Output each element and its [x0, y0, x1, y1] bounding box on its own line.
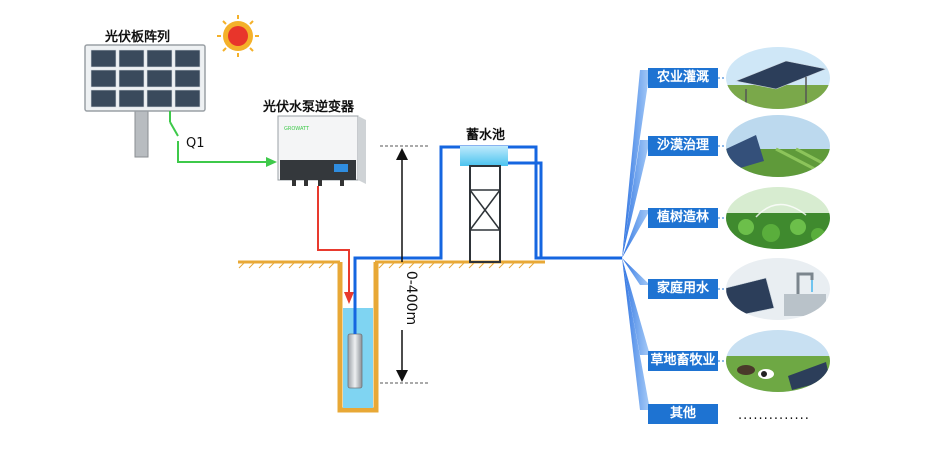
afforestation-photo: [726, 187, 830, 249]
app-label-desert-control: 沙漠治理: [648, 136, 718, 156]
inverter-brand: GROWATT: [284, 126, 310, 132]
well: [337, 262, 379, 413]
desert-control-photo: [726, 115, 830, 177]
household-water-photo: [726, 258, 830, 320]
farm-irrigation-photo: [726, 47, 830, 109]
app-label-grassland-livestock: 草地畜牧业: [648, 351, 718, 371]
app-label-afforestation: 植树造林: [648, 208, 718, 228]
others-ellipsis: ..............: [738, 408, 810, 423]
dc-power-line: [169, 111, 268, 163]
water-pipe: [353, 145, 622, 334]
pump-cable: [317, 186, 350, 294]
sun-icon: [217, 15, 259, 57]
app-label-farm-irrigation: 农业灌溉: [648, 68, 718, 88]
inverter-label: 光伏水泵逆变器: [263, 100, 355, 115]
distribution-fan: [622, 70, 650, 410]
pump-inverter: GROWATT: [277, 115, 366, 186]
ground-surface: [238, 260, 545, 269]
submersible-pump: [347, 333, 363, 389]
water-tank: [460, 146, 508, 263]
solar-panel-array: [84, 44, 206, 158]
cable-arrow-icon: [344, 292, 354, 304]
grassland-livestock-photo: [726, 330, 830, 392]
tank-label: 蓄水池: [466, 128, 506, 143]
app-label-others: 其他: [648, 404, 718, 424]
app-label-household-water: 家庭用水: [648, 279, 718, 299]
pv-array-label: 光伏板阵列: [105, 30, 171, 45]
switch-label: Q1: [186, 136, 205, 151]
depth-dimension: [380, 145, 428, 384]
power-arrow-icon: [266, 157, 277, 167]
depth-label: 0-400m: [403, 270, 420, 326]
